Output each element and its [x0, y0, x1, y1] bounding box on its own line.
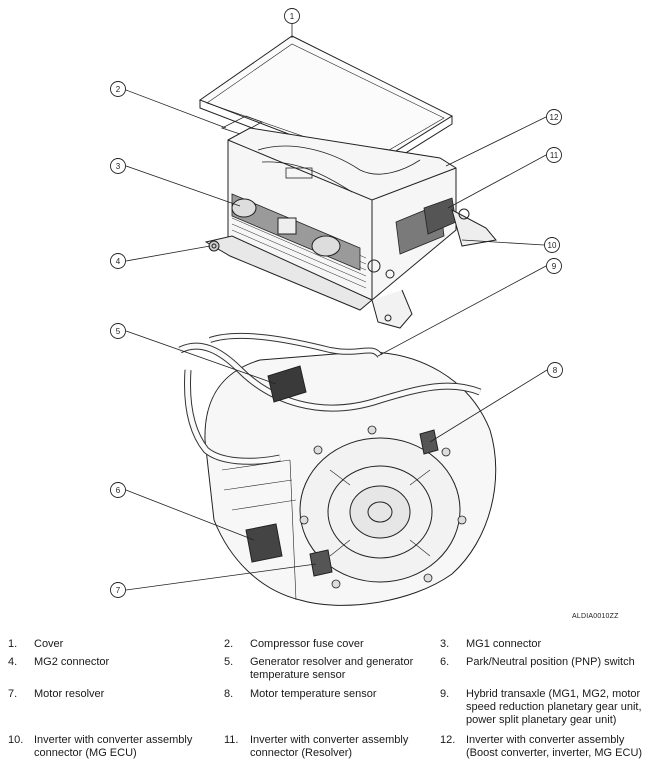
- callout-label: 9: [552, 262, 557, 271]
- callout-10: 10: [544, 237, 560, 253]
- callout-11: 11: [546, 147, 562, 163]
- callout-7: 7: [110, 582, 126, 598]
- generator-resolver-connector: [267, 365, 307, 403]
- callout-3: 3: [110, 158, 126, 174]
- figure-code: ALDIA0010ZZ: [572, 613, 619, 620]
- callout-5: 5: [110, 323, 126, 339]
- inverter-assembly-drawing: [198, 35, 497, 329]
- legend-number: 12.: [440, 734, 456, 746]
- legend-number: 3.: [440, 638, 450, 650]
- callout-label: 4: [116, 257, 121, 266]
- compressor-fuse-cover: [220, 115, 263, 135]
- legend-number: 2.: [224, 638, 234, 650]
- callout-4: 4: [110, 253, 126, 269]
- callout-label: 3: [116, 162, 121, 171]
- legend-number: 4.: [8, 656, 18, 668]
- callout-1: 1: [284, 8, 300, 24]
- legend-number: 9.: [440, 688, 450, 700]
- legend-number: 8.: [224, 688, 234, 700]
- callout-label: 8: [553, 366, 558, 375]
- callout-label: 10: [548, 241, 557, 250]
- callout-12: 12: [546, 109, 562, 125]
- transaxle-drawing: [178, 332, 497, 606]
- mg2-connector-flange: [204, 235, 373, 311]
- legend-text: Park/Neutral position (PNP) switch: [466, 656, 635, 668]
- motor-resolver: [309, 549, 333, 577]
- callout-label: 12: [550, 113, 559, 122]
- legend-text: Motor resolver: [34, 688, 105, 700]
- legend-number: 1.: [8, 638, 18, 650]
- legend-text: MG1 connector: [466, 638, 542, 650]
- case-bolts: [299, 425, 467, 589]
- callout-label: 2: [116, 85, 121, 94]
- callout-2: 2: [110, 81, 126, 97]
- legend-number: 6.: [440, 656, 450, 668]
- callout-label: 7: [116, 586, 121, 595]
- legend-text: Motor temperature sensor: [250, 688, 377, 700]
- legend-text: Inverter with converter assembly (Boost …: [466, 734, 643, 759]
- legend-text: Hybrid transaxle (MG1, MG2, motor speed …: [466, 688, 642, 726]
- motor-temperature-sensor: [419, 429, 439, 455]
- pnp-switch: [245, 523, 283, 563]
- callout-label: 6: [116, 486, 121, 495]
- legend-text: Inverter with converter assembly connect…: [250, 734, 409, 759]
- legend-text: Cover: [34, 638, 64, 650]
- legend-text: Inverter with converter assembly connect…: [34, 734, 193, 759]
- callout-label: 5: [116, 327, 121, 336]
- leader-lines: [125, 24, 548, 591]
- legend-text: MG2 connector: [34, 656, 110, 668]
- legend-text: Compressor fuse cover: [250, 638, 364, 650]
- legend-text: Generator resolver and generator tempera…: [250, 656, 414, 681]
- callout-8: 8: [547, 362, 563, 378]
- legend-number: 10.: [8, 734, 24, 746]
- callout-label: 11: [550, 151, 559, 160]
- legend-number: 7.: [8, 688, 18, 700]
- callout-6: 6: [110, 482, 126, 498]
- callout-9: 9: [546, 258, 562, 274]
- legend-number: 11.: [224, 734, 239, 746]
- callout-label: 1: [290, 12, 295, 21]
- legend-number: 5.: [224, 656, 234, 668]
